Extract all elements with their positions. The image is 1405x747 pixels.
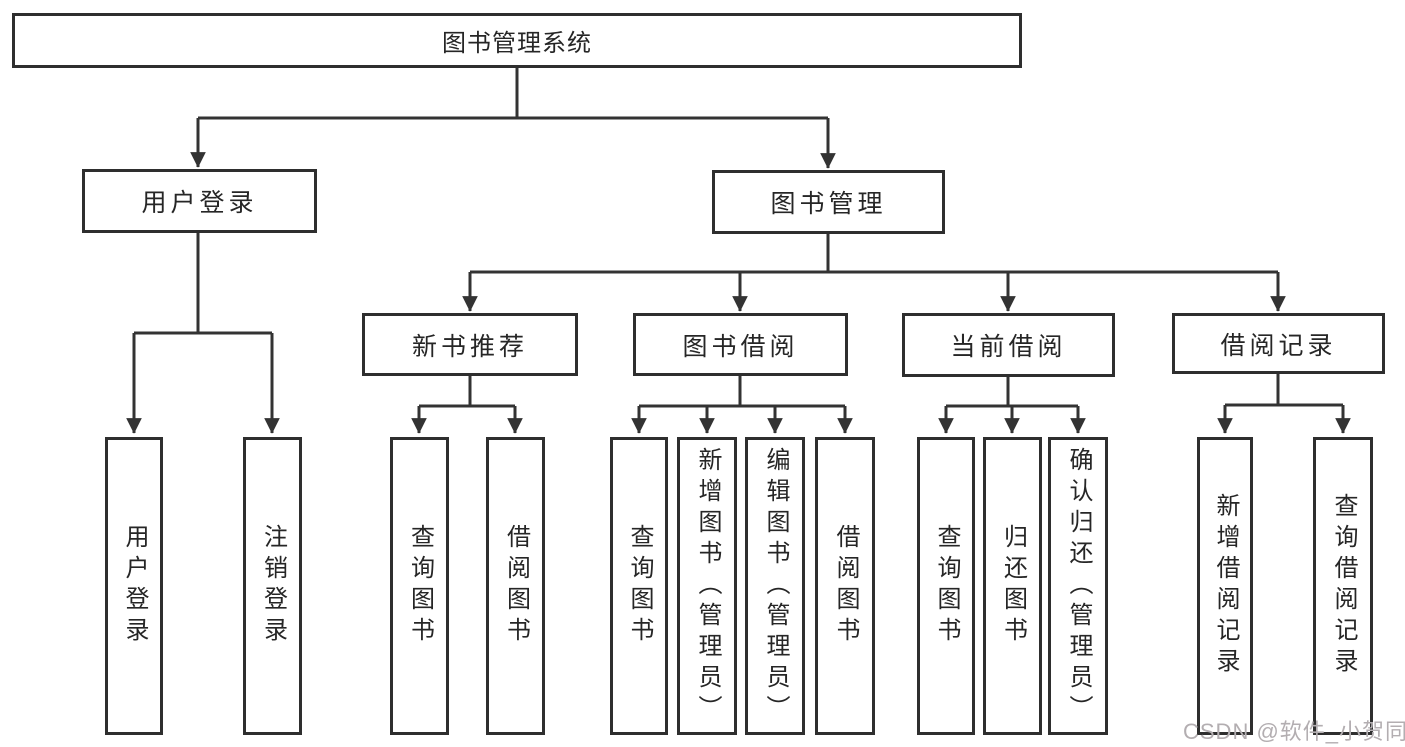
leaf-label: 查询借阅记录	[1330, 493, 1357, 679]
leaf-query-borrow-record: 查询借阅记录	[1313, 437, 1373, 735]
node-book-management-branch: 图书管理	[712, 170, 945, 234]
leaf-label: 用户登录	[121, 524, 148, 648]
leaf-add-borrow-record: 新增借阅记录	[1197, 437, 1253, 735]
node-label: 新书推荐	[411, 332, 528, 361]
node-label: 图书借阅	[682, 332, 799, 361]
leaf-label: 查询图书	[406, 524, 434, 648]
leaf-label: 新增图书（管理员）	[694, 446, 721, 726]
leaf-edit-books-admin: 编辑图书（管理员）	[745, 437, 805, 735]
leaf-label: 借阅图书	[502, 524, 530, 648]
leaf-label: 归还图书	[999, 524, 1027, 648]
node-label: 图书管理	[770, 190, 887, 218]
node-label: 图书管理系统	[442, 30, 592, 57]
csdn-watermark: CSDN @软件_小贺同学	[1183, 719, 1405, 744]
leaf-borrow-books: 借阅图书	[815, 437, 875, 735]
leaf-borrow-books-recommend: 借阅图书	[486, 437, 545, 735]
leaf-label: 编辑图书（管理员）	[762, 446, 789, 726]
leaf-label: 借阅图书	[832, 524, 859, 648]
leaf-label: 新增借阅记录	[1212, 493, 1239, 679]
leaf-add-books-admin: 新增图书（管理员）	[677, 437, 737, 735]
leaf-return-books: 归还图书	[983, 437, 1042, 735]
node-borrow-records: 借阅记录	[1172, 313, 1385, 374]
node-label: 借阅记录	[1220, 331, 1337, 360]
node-user-login-branch: 用户登录	[82, 169, 317, 233]
node-book-borrow: 图书借阅	[633, 313, 848, 376]
node-root-library-system: 图书管理系统	[12, 13, 1022, 68]
node-label: 用户登录	[141, 189, 258, 217]
leaf-user-login: 用户登录	[105, 437, 163, 735]
node-label: 当前借阅	[950, 333, 1067, 361]
leaf-confirm-return-admin: 确认归还（管理员）	[1048, 437, 1108, 735]
leaf-query-books-borrow: 查询图书	[610, 437, 668, 735]
leaf-label: 注销登录	[259, 524, 287, 648]
node-new-book-recommend: 新书推荐	[362, 313, 578, 376]
leaf-query-books-recommend: 查询图书	[390, 437, 449, 735]
leaf-label: 查询图书	[626, 524, 653, 648]
leaf-label: 查询图书	[933, 524, 960, 648]
leaf-logout: 注销登录	[243, 437, 302, 735]
leaf-query-books-current: 查询图书	[917, 437, 975, 735]
leaf-label: 确认归还（管理员）	[1065, 446, 1092, 726]
node-current-borrow: 当前借阅	[902, 313, 1115, 377]
